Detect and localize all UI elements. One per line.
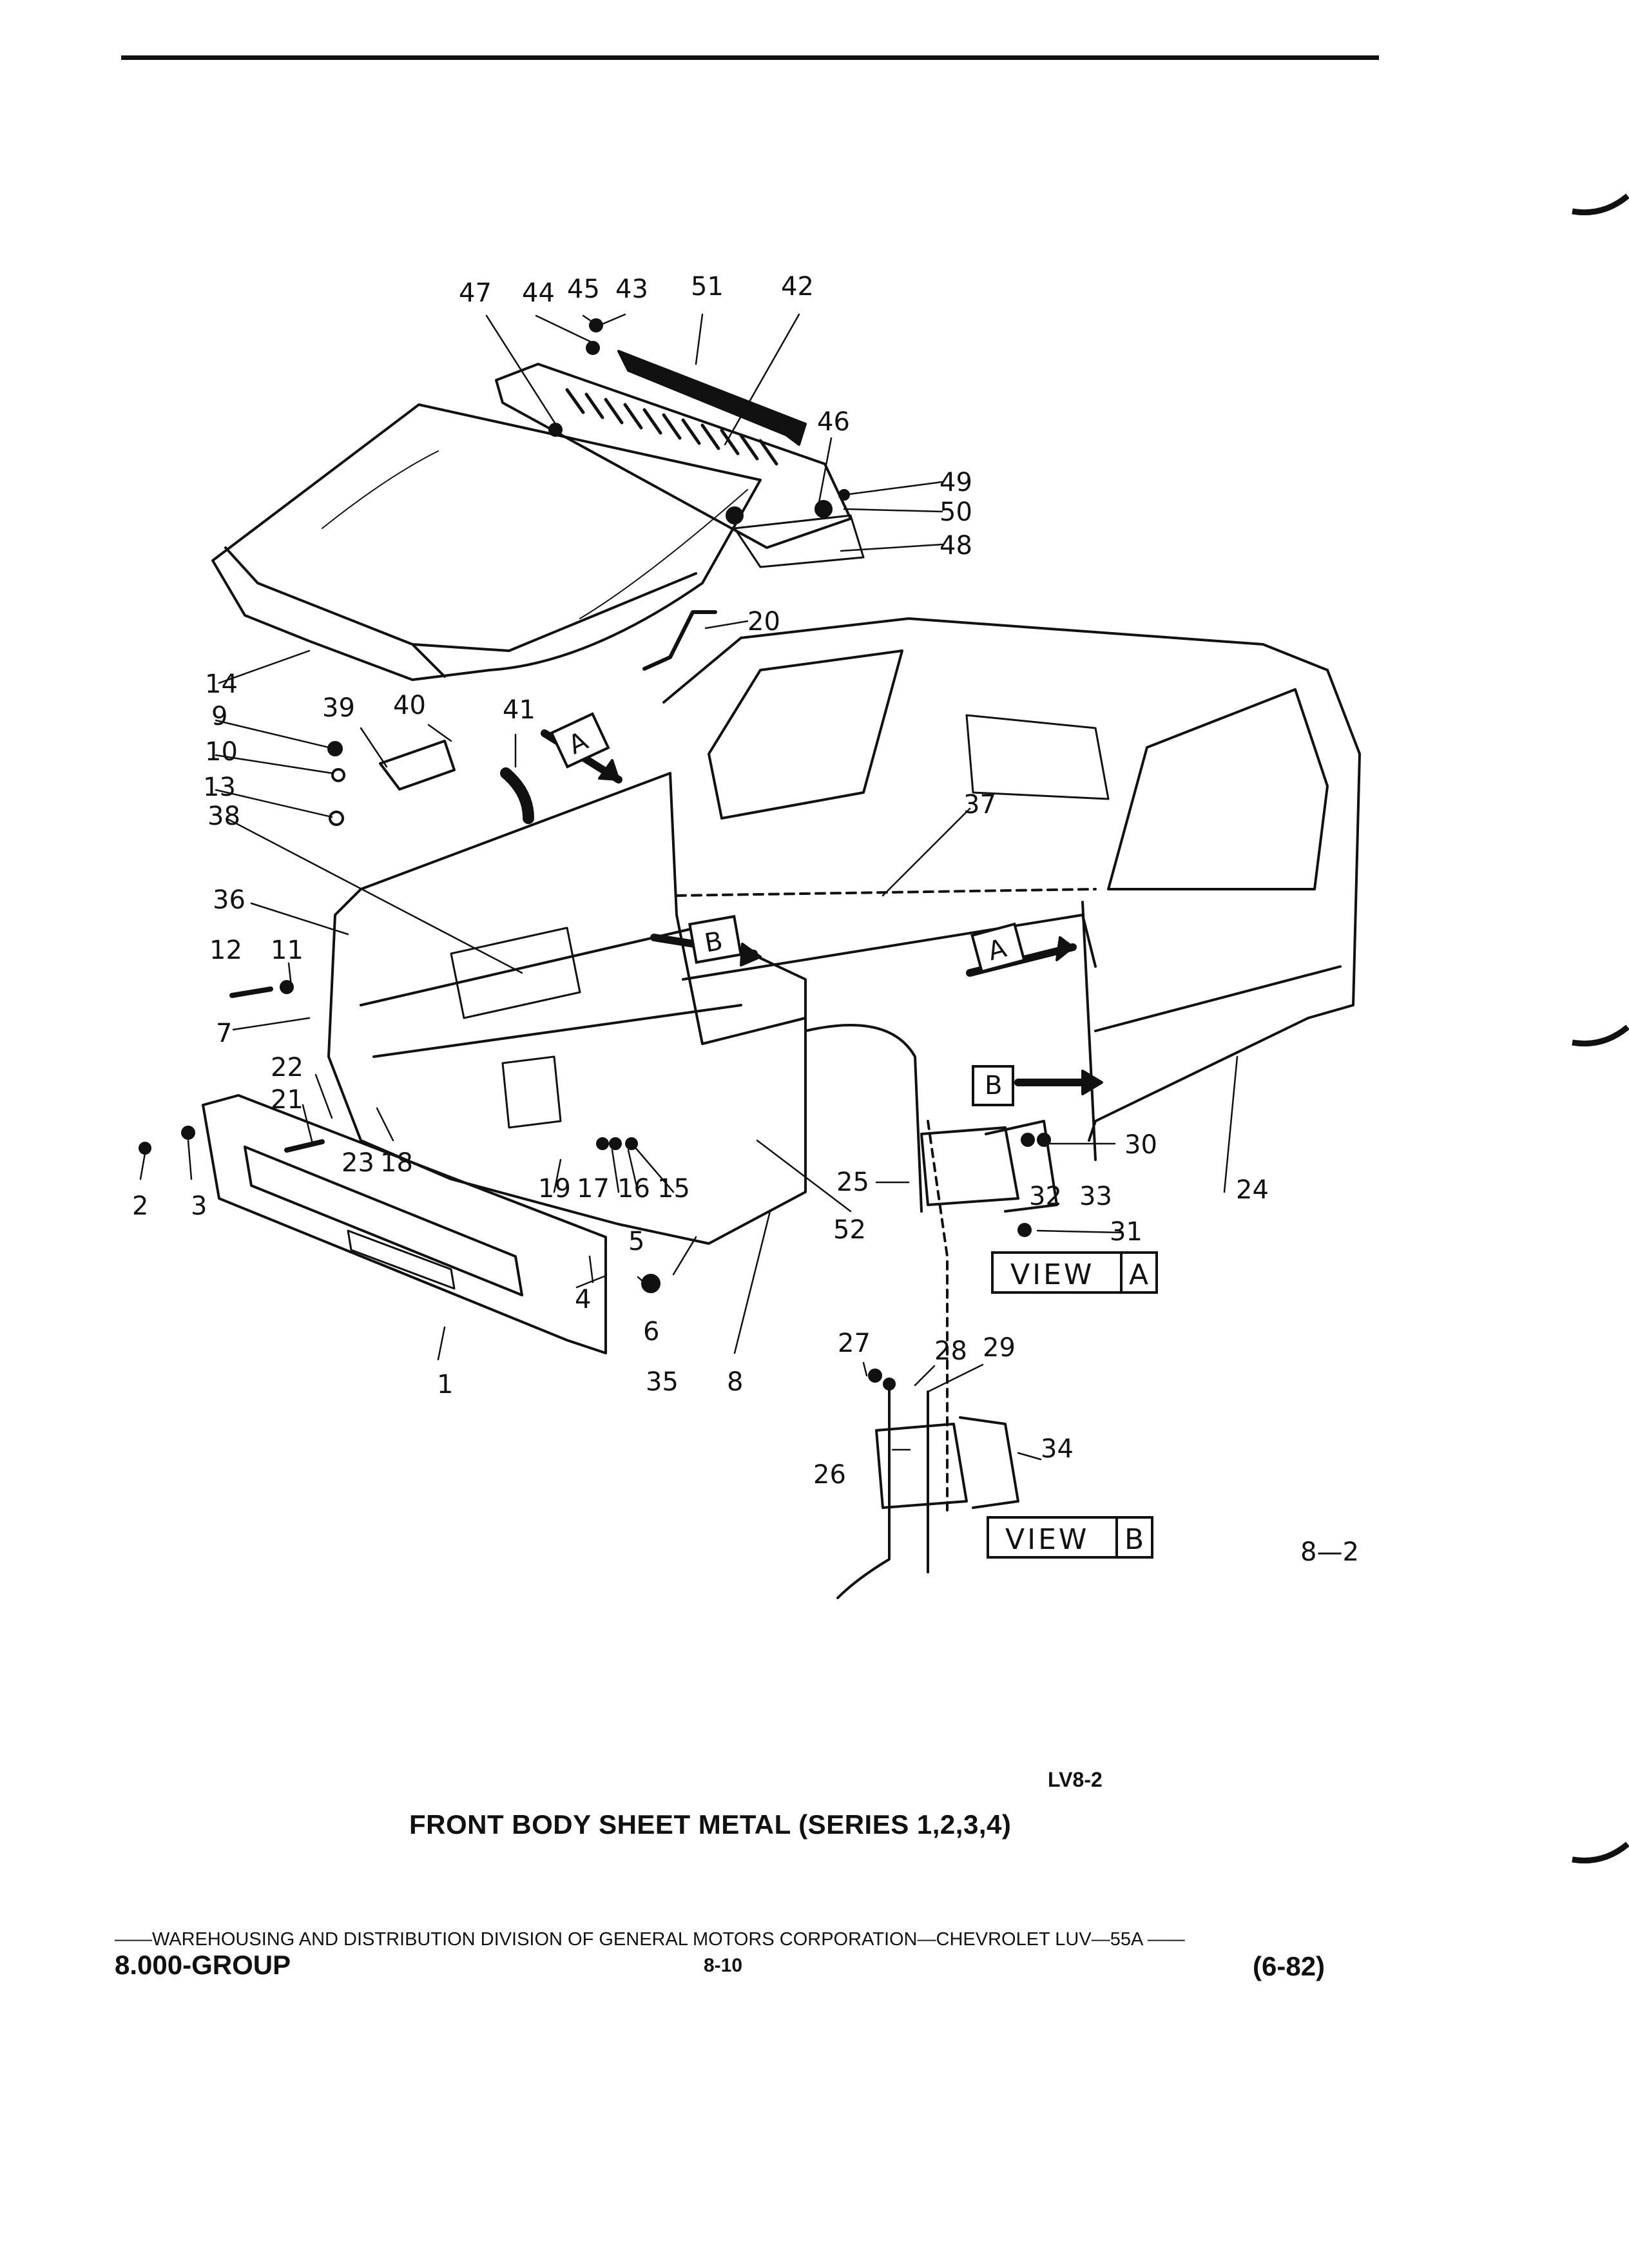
callout-33: 33: [1079, 1182, 1112, 1211]
exploded-parts-diagram: A B A B VIEW A VIEW B 1 2 3 4 5 6 7 8 9 …: [132, 272, 1361, 1599]
front-end-assembly: [327, 772, 1097, 1245]
callout-10: 10: [205, 737, 238, 767]
callout-17: 17: [577, 1174, 610, 1204]
callout-22: 22: [271, 1053, 304, 1082]
callout-15: 15: [657, 1174, 690, 1204]
bolt-21: [284, 1139, 325, 1153]
hood-support-rod: [642, 610, 717, 671]
view-a-letter: A: [1129, 1258, 1151, 1291]
callout-1: 1: [437, 1370, 453, 1399]
footer-publisher-line: ——WAREHOUSING AND DISTRIBUTION DIVISION …: [115, 1929, 1185, 1950]
view-marker-b-letter: B: [985, 1071, 1002, 1100]
callout-24: 24: [1236, 1175, 1269, 1205]
callout-34: 34: [1041, 1434, 1074, 1464]
callout-27: 27: [838, 1329, 871, 1358]
callout-49: 49: [940, 468, 972, 497]
callout-25: 25: [836, 1168, 869, 1197]
callout-8: 8: [727, 1367, 743, 1397]
callout-47: 47: [459, 278, 492, 308]
callout-41: 41: [503, 695, 535, 725]
figure-number: 8—2: [1300, 1537, 1359, 1567]
callout-16: 16: [617, 1174, 650, 1204]
door-hinge-lower: [836, 1384, 1019, 1599]
callout-39: 39: [322, 693, 355, 723]
callout-numbers: 1 2 3 4 5 6 7 8 9 10 11 12 13 14 15 16 1…: [132, 272, 1269, 1490]
binding-tick-mark: [1572, 193, 1629, 216]
figure-caption: FRONT BODY SHEET METAL (SERIES 1,2,3,4): [409, 1809, 1012, 1840]
view-b-label-box: [987, 1516, 1153, 1559]
hood-panel: [211, 403, 762, 681]
view-b-arrow-fender: [1014, 1070, 1103, 1095]
fastener-hardware: [139, 318, 1051, 1390]
door-hinge-upper: [920, 1120, 1058, 1515]
view-marker-b-box: [972, 1065, 1014, 1106]
callout-5: 5: [628, 1227, 644, 1256]
callout-32: 32: [1029, 1182, 1062, 1211]
callout-9: 9: [211, 702, 227, 731]
callout-35: 35: [646, 1367, 679, 1397]
callout-26: 26: [813, 1460, 846, 1490]
callout-31: 31: [1110, 1217, 1142, 1247]
view-b-letter: B: [1124, 1523, 1146, 1556]
callout-6: 6: [643, 1317, 659, 1347]
view-b-word: VIEW: [1005, 1523, 1089, 1556]
leader-lines: [139, 313, 1239, 1461]
bolt-12: [229, 986, 273, 998]
callout-45: 45: [567, 274, 600, 304]
callout-3: 3: [191, 1191, 207, 1221]
callout-14: 14: [205, 669, 238, 699]
callout-28: 28: [934, 1336, 967, 1366]
view-a-label-box: [991, 1251, 1158, 1294]
callout-37: 37: [963, 790, 996, 820]
hood-bumper-rubber: [500, 767, 534, 824]
view-a-word: VIEW: [1010, 1258, 1094, 1291]
callout-11: 11: [271, 936, 304, 965]
callout-38: 38: [207, 802, 240, 831]
footer-page-number: 8-10: [704, 1955, 743, 1976]
callout-13: 13: [203, 773, 236, 802]
cowl-vent-panel: [495, 363, 865, 568]
callout-51: 51: [691, 272, 724, 302]
front-bumper: [202, 1094, 607, 1354]
binding-tick-mark: [1572, 1841, 1629, 1864]
callout-18: 18: [380, 1148, 413, 1178]
footer-group: 8.000-GROUP: [115, 1950, 291, 1980]
footer-date: (6-82): [1253, 1951, 1325, 1981]
callout-40: 40: [393, 691, 426, 720]
callout-23: 23: [342, 1148, 374, 1178]
view-marker-b-box: [688, 915, 742, 964]
callout-44: 44: [522, 278, 555, 308]
callout-52: 52: [833, 1215, 866, 1245]
callout-50: 50: [940, 497, 972, 527]
callout-19: 19: [538, 1174, 571, 1204]
callout-42: 42: [781, 272, 814, 302]
callout-36: 36: [213, 885, 246, 915]
callout-4: 4: [575, 1285, 591, 1314]
top-rule: [121, 55, 1379, 60]
seal-strip: [617, 350, 807, 446]
callout-21: 21: [271, 1085, 304, 1115]
callout-20: 20: [747, 607, 780, 637]
illustration-code: LV8-2: [1048, 1768, 1103, 1791]
callout-12: 12: [209, 936, 242, 965]
callout-7: 7: [216, 1019, 232, 1048]
binding-tick-mark: [1572, 1024, 1629, 1047]
callout-2: 2: [132, 1191, 148, 1221]
callout-43: 43: [615, 274, 648, 304]
callout-30: 30: [1124, 1130, 1157, 1160]
callout-48: 48: [940, 531, 972, 561]
callout-46: 46: [817, 407, 850, 437]
view-marker-a-box: [970, 922, 1026, 974]
callout-29: 29: [983, 1333, 1016, 1363]
view-marker-a-box: [550, 712, 610, 769]
hood-lock-bracket: [379, 740, 456, 791]
